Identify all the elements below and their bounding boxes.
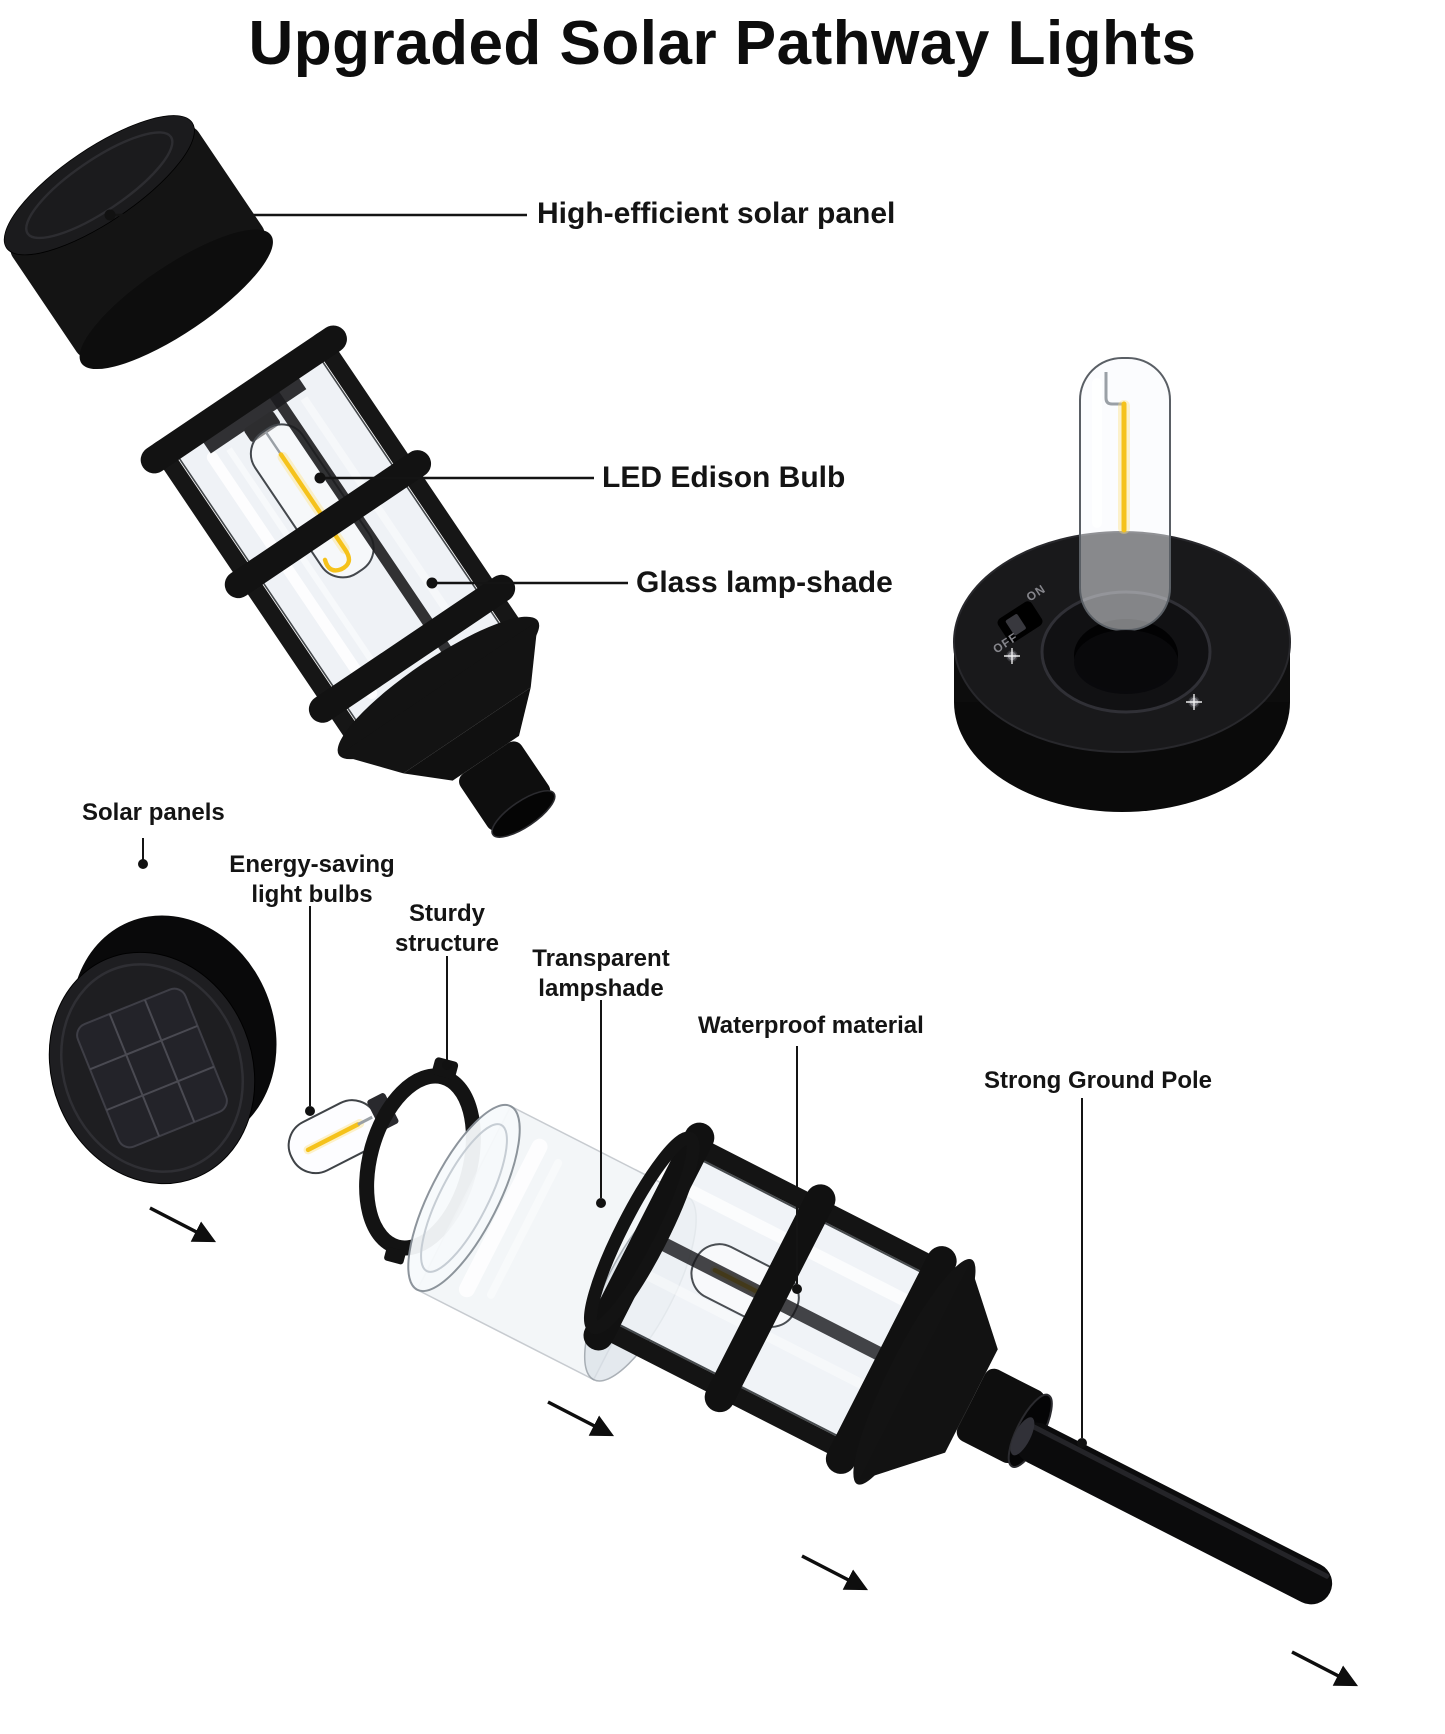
glass-highlight [206,451,378,700]
base-hole-front [1074,630,1178,694]
solar-grid-lines [89,999,215,1137]
callout-dots [104,209,438,589]
leader-dot-pole [1077,1438,1087,1448]
ring-tab-bottom [384,1247,406,1265]
part-label-sturdy: Sturdy structure [395,899,499,959]
leader-dot-transparent [596,1198,606,1208]
assembly-arrow [801,1554,869,1591]
base-bulb-stem [1104,372,1124,406]
leader-dots [138,859,1087,1448]
base-bulb-highlight [1092,378,1102,528]
assembled-lamp [3,115,556,838]
small-filament [305,1122,361,1153]
assembly-arrow [1291,1650,1359,1687]
screw [1004,648,1020,664]
lamp-bottom [337,616,556,838]
cage-ring [825,1246,957,1474]
assembly-arrow [547,1400,615,1437]
pole-highlight [1030,1424,1330,1579]
cap-sheen [25,131,174,240]
assembly-arrows [149,1206,1359,1687]
shade-left-inner [420,1123,508,1273]
part-label-transparent-line2: lampshade [538,975,664,1002]
part-label-waterproof: Waterproof material [698,1012,924,1039]
leader-dot-waterproof [792,1284,802,1294]
part-label-transparent-line1: Transparent [532,945,670,972]
cap-body [10,126,265,358]
pole-body [1015,1422,1333,1605]
leader-dot-sturdy [442,1060,452,1070]
screw [1186,694,1202,710]
callout-label-solar-panel: High-efficient solar panel [537,197,896,230]
base-unit [953,357,1291,812]
solar-cap [3,115,273,370]
assembly-arrow [149,1206,217,1243]
glass-highlight [300,396,464,633]
part-label-ground-pole: Strong Ground Pole [984,1067,1212,1094]
shade-highlight [486,1158,563,1299]
cap-face-sheen [60,963,244,1173]
cage-ring [224,450,432,599]
cone [403,687,531,781]
cage-ring [140,325,347,474]
exploded-solar-cap [48,915,277,1185]
leader-lines [142,838,1083,1438]
cage-bar [257,372,465,674]
leader-dot-solar-panels [138,859,148,869]
edison-bulb [244,411,375,579]
switch-knob [1005,614,1026,636]
stub-end [491,789,556,838]
exploded-bulb [287,1093,399,1175]
callout-dot-solar-panel [104,209,116,221]
exploded-ground-pole [1010,1417,1333,1605]
cap-rim [79,229,273,370]
bulb-base [244,411,280,442]
part-label-solar-panels: Solar panels [82,799,225,826]
part-label-energy-saving: Energy-saving light bulbs [229,850,394,910]
part-label-energy-line2: light bulbs [251,881,373,908]
cage-bar [311,331,524,636]
cage-bar [151,440,363,745]
power-switch [997,601,1043,643]
part-label-energy-line1: Energy-saving [229,851,395,878]
bulb-stem [264,431,282,456]
pole-open-end [1010,1417,1035,1456]
shade-highlight [458,1138,548,1298]
small-bulb-stem [357,1115,373,1126]
callout-label-lamp-shade: Glass lamp-shade [636,566,893,599]
page-title: Upgraded Solar Pathway Lights [248,9,1197,78]
part-label-sturdy-line2: structure [394,930,500,957]
base-bulb [1079,357,1171,631]
shade-left-end [407,1103,521,1293]
skirt-bell [338,620,538,774]
part-label-transparent: Transparent lampshade [532,944,669,1004]
callout-label-led-bulb: LED Edison Bulb [602,461,846,494]
callout-lines [110,213,628,585]
callout-dot-led-bulb [314,472,326,484]
cage-ring [704,1184,836,1413]
callout-dot-lamp-shade [426,577,438,589]
glass-highlight [226,447,386,680]
leader-dot-energy [305,1106,315,1116]
filament [278,452,352,573]
cage-cone [859,1263,998,1481]
part-label-sturdy-line1: Sturdy [408,900,485,927]
cage-open-ring [583,1131,700,1335]
exploded-cage [583,1122,1053,1485]
cage-ring [308,574,516,723]
